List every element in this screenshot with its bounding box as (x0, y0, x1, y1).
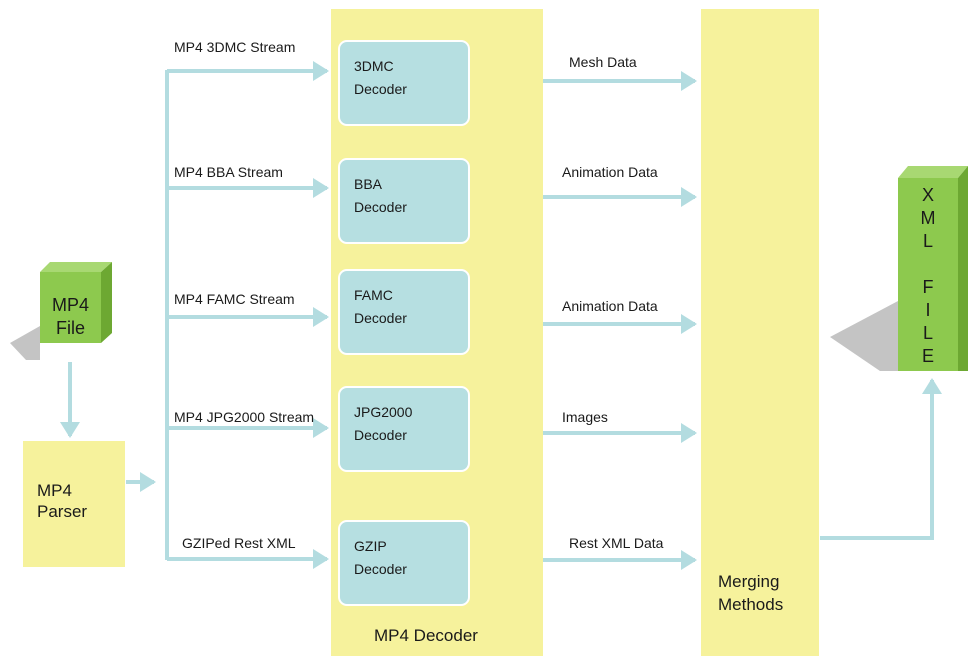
mp4-parser-box: MP4 Parser (23, 441, 125, 567)
decoder-jpg2000-name: JPG2000 (354, 404, 413, 420)
merging-methods-label-line2: Methods (718, 595, 784, 614)
decoder-3dmc-suffix: Decoder (354, 81, 407, 97)
mp4-file-label-line2: File (55, 318, 85, 338)
decoder-3dmc-name: 3DMC (354, 58, 394, 74)
mp4-decoder-title: MP4 Decoder (374, 626, 478, 645)
xml-letter: X (921, 185, 934, 205)
decoder-gzip-name: GZIP (354, 538, 387, 554)
merging-methods-panel: Merging Methods (701, 9, 819, 656)
decoder-gzip: GZIP Decoder (338, 520, 470, 606)
xml-letter: L (922, 231, 933, 251)
mp4-file-label: MP4 File (40, 294, 101, 340)
output-label-images: Images (562, 409, 608, 425)
xml-letter: F (922, 277, 934, 297)
output-label-animation-2: Animation Data (562, 298, 658, 314)
decoder-famc-suffix: Decoder (354, 310, 407, 326)
decoder-jpg2000: JPG2000 Decoder (338, 386, 470, 472)
xml-letter: M (920, 208, 936, 228)
decoder-bba: BBA Decoder (338, 158, 470, 244)
arrow-group (60, 61, 942, 570)
arrow-merge-to-xml (820, 378, 942, 540)
decoder-famc: FAMC Decoder (338, 269, 470, 355)
xml-letter: E (921, 346, 934, 366)
decoder-gzip-suffix: Decoder (354, 561, 407, 577)
mp4-parser-label-line1: MP4 (37, 481, 72, 500)
stream-label-gzip: GZIPed Rest XML (182, 535, 296, 551)
stream-label-3dmc: MP4 3DMC Stream (174, 39, 296, 55)
output-label-animation-1: Animation Data (562, 164, 658, 180)
decoder-bba-name: BBA (354, 176, 383, 192)
xml-letter: I (925, 300, 931, 320)
decoder-bba-suffix: Decoder (354, 199, 407, 215)
mp4-file-cube (10, 262, 112, 360)
output-label-mesh: Mesh Data (569, 54, 637, 70)
xml-file-cube (830, 166, 968, 371)
stream-label-famc: MP4 FAMC Stream (174, 291, 295, 307)
xml-letter-gap (898, 253, 958, 276)
xml-letter: L (922, 323, 933, 343)
stream-label-bba: MP4 BBA Stream (174, 164, 283, 180)
xml-file-label: X M L F I L E (898, 184, 958, 368)
mp4-parser-label-line2: Parser (37, 502, 88, 521)
decoder-3dmc: 3DMC Decoder (338, 40, 470, 126)
output-label-rest-xml: Rest XML Data (569, 535, 664, 551)
decoder-jpg2000-suffix: Decoder (354, 427, 407, 443)
decoder-famc-name: FAMC (354, 287, 393, 303)
merging-methods-label-line1: Merging (718, 572, 780, 591)
mp4-file-label-line1: MP4 (51, 295, 89, 315)
stream-label-jpg2000: MP4 JPG2000 Stream (174, 409, 315, 425)
